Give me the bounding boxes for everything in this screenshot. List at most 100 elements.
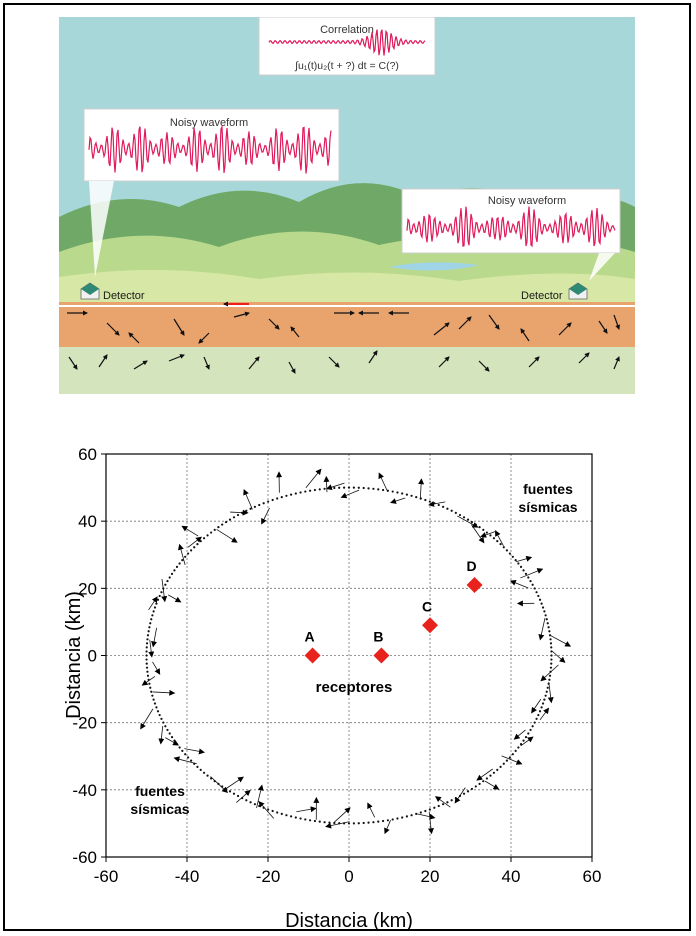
source-arrow — [168, 594, 182, 603]
source-point — [424, 809, 427, 813]
plot-grid — [106, 454, 592, 857]
source-point — [502, 762, 505, 765]
source-arrow — [177, 543, 186, 566]
source-point — [173, 569, 176, 572]
source-point — [202, 537, 206, 540]
source-point — [462, 792, 466, 795]
source-arrow — [428, 501, 446, 507]
ground-arrow — [233, 311, 250, 318]
source-point — [199, 768, 202, 771]
x-tick-label: -40 — [175, 867, 200, 886]
source-point — [280, 496, 283, 499]
y-tick-label: 0 — [88, 647, 97, 666]
source-point — [153, 702, 157, 705]
source-point — [433, 806, 436, 809]
source-point — [236, 513, 240, 517]
source-point — [377, 820, 380, 823]
x-axis-label: Distancia (km) — [285, 910, 413, 932]
source-point — [186, 552, 190, 555]
source-arrow — [325, 821, 350, 829]
source-point — [236, 794, 240, 798]
source-arrow — [520, 568, 544, 579]
source-point — [150, 690, 153, 693]
source-point — [352, 822, 355, 825]
source-point — [367, 821, 370, 824]
source-point — [343, 486, 346, 489]
source-point — [514, 559, 517, 562]
source-point — [150, 618, 153, 621]
x-tick-label: 0 — [344, 867, 353, 886]
source-point — [537, 713, 540, 717]
source-point — [149, 622, 152, 625]
source-point — [209, 531, 213, 534]
ground-arrow — [290, 326, 300, 338]
source-point — [267, 500, 270, 503]
source-point — [540, 602, 543, 605]
source-arrow — [418, 478, 425, 500]
source-point — [428, 808, 431, 811]
source-point — [496, 540, 499, 543]
source-point — [489, 774, 492, 777]
source-point — [362, 486, 365, 490]
source-point — [533, 587, 536, 590]
source-point — [549, 666, 553, 669]
source-point — [145, 654, 148, 657]
source-point — [548, 678, 551, 681]
source-point — [508, 756, 512, 759]
source-point — [527, 576, 530, 579]
source-point — [245, 799, 248, 802]
source-point — [372, 487, 375, 490]
source-point — [546, 622, 549, 625]
source-arrow — [296, 806, 317, 813]
source-point — [289, 815, 293, 818]
source-point — [190, 549, 193, 552]
source-point — [145, 646, 148, 649]
source-point — [347, 486, 351, 489]
source-point — [173, 739, 176, 742]
receiver-a-label: A — [304, 629, 314, 645]
source-point — [164, 725, 167, 728]
source-point — [396, 817, 399, 820]
source-point — [478, 782, 481, 785]
source-point — [146, 638, 149, 641]
receiver-c-marker — [422, 617, 438, 634]
source-point — [517, 562, 520, 565]
correlation-formula: ∫u₁(t)u₂(t + ?) dt = C(?) — [294, 60, 399, 72]
source-point — [168, 732, 171, 735]
source-arrow — [390, 497, 406, 504]
source-arrow — [515, 555, 533, 563]
y-tick-label: 20 — [78, 579, 97, 598]
source-arrow — [225, 776, 244, 790]
source-arrow — [230, 509, 249, 516]
receiver-d-label: D — [466, 558, 476, 574]
source-point — [391, 818, 394, 821]
source-arrow — [538, 618, 546, 641]
source-arrow — [427, 811, 434, 835]
source-point — [160, 591, 163, 594]
ground-arrow — [478, 360, 490, 372]
ground-noise-arrows — [67, 301, 621, 374]
source-point — [446, 507, 449, 510]
source-point — [482, 780, 485, 783]
source-point — [502, 546, 505, 549]
receivers-label: receptores — [316, 679, 393, 696]
source-point — [492, 771, 496, 774]
source-point — [155, 602, 158, 605]
source-arrow — [187, 536, 203, 548]
source-point — [249, 507, 252, 510]
ground-arrow — [578, 352, 590, 364]
source-arrow — [140, 708, 154, 730]
source-point — [540, 706, 543, 709]
source-point — [462, 516, 466, 519]
source-point — [405, 815, 409, 818]
source-point — [164, 583, 167, 586]
source-arrow — [434, 796, 451, 808]
source-point — [489, 534, 492, 537]
source-point — [289, 493, 293, 496]
source-point — [271, 498, 274, 502]
source-point — [146, 670, 149, 673]
source-point — [168, 576, 171, 579]
source-point — [524, 736, 528, 739]
source-arrow — [152, 689, 176, 696]
